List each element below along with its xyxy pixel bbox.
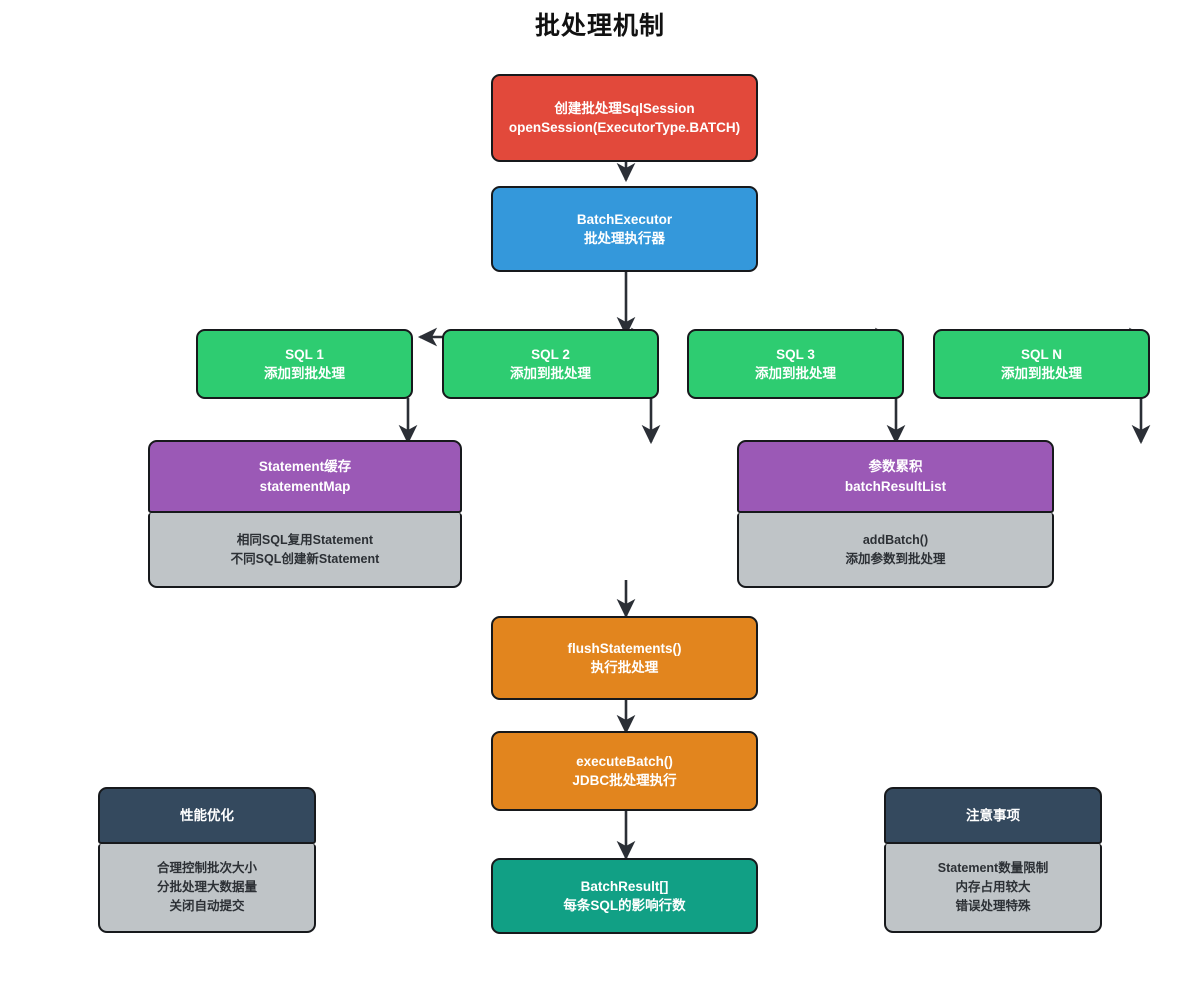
panel-performance-optimization-body: 合理控制批次大小 分批处理大数据量 关闭自动提交 <box>98 844 316 933</box>
node-batch-result-line2: 每条SQL的影响行数 <box>563 898 686 913</box>
node-create-batch-session-line2: openSession(ExecutorType.BATCH) <box>508 120 741 135</box>
node-batch-executor[interactable]: BatchExecutor 批处理执行器 <box>491 186 758 272</box>
panel-cautions-header-line1: 注意事项 <box>966 807 1020 823</box>
node-sql-2-line1: SQL 2 <box>531 346 570 362</box>
panel-statement-cache-header-line1: Statement缓存 <box>258 459 352 475</box>
node-sql-3[interactable]: SQL 3 添加到批处理 <box>687 329 904 399</box>
node-batch-result-line1: BatchResult[] <box>580 878 669 894</box>
node-batch-executor-line1: BatchExecutor <box>576 211 673 227</box>
panel-cautions-header[interactable]: 注意事项 <box>884 787 1102 844</box>
node-execute-batch[interactable]: executeBatch() JDBC批处理执行 <box>491 731 758 811</box>
node-sql-n[interactable]: SQL N 添加到批处理 <box>933 329 1150 399</box>
panel-cautions-body: Statement数量限制 内存占用较大 错误处理特殊 <box>884 844 1102 933</box>
panel-statement-cache: Statement缓存 statementMap 相同SQL复用Statemen… <box>148 440 462 588</box>
page-title: 批处理机制 <box>534 12 665 40</box>
panel-param-accumulation-body-line1: addBatch() <box>862 532 929 547</box>
node-batch-result[interactable]: BatchResult[] 每条SQL的影响行数 <box>491 858 758 934</box>
panel-param-accumulation-body-line2: 添加参数到批处理 <box>845 551 946 566</box>
node-sql-3-line2: 添加到批处理 <box>755 366 836 381</box>
node-sql-1[interactable]: SQL 1 添加到批处理 <box>196 329 413 399</box>
node-sql-n-line1: SQL N <box>1020 346 1062 362</box>
panel-statement-cache-body: 相同SQL复用Statement 不同SQL创建新Statement <box>148 513 462 588</box>
panel-cautions-body-line1: Statement数量限制 <box>937 861 1049 876</box>
panel-param-accumulation: 参数累积 batchResultList addBatch() 添加参数到批处理 <box>737 440 1054 588</box>
panel-cautions-body-line3: 错误处理特殊 <box>955 898 1031 913</box>
node-create-batch-session[interactable]: 创建批处理SqlSession openSession(ExecutorType… <box>491 74 758 162</box>
panel-statement-cache-header-line2: statementMap <box>259 478 351 494</box>
node-flush-statements[interactable]: flushStatements() 执行批处理 <box>491 616 758 700</box>
panel-performance-optimization-body-line3: 关闭自动提交 <box>169 898 245 913</box>
panel-performance-optimization-header[interactable]: 性能优化 <box>98 787 316 844</box>
panel-performance-optimization-body-line1: 合理控制批次大小 <box>156 861 257 876</box>
node-sql-1-line1: SQL 1 <box>285 346 324 362</box>
node-execute-batch-line1: executeBatch() <box>576 753 673 769</box>
panel-param-accumulation-header-line2: batchResultList <box>844 478 947 494</box>
node-batch-executor-line2: 批处理执行器 <box>584 231 665 246</box>
panel-statement-cache-header[interactable]: Statement缓存 statementMap <box>148 440 462 513</box>
panel-performance-optimization-header-line1: 性能优化 <box>180 807 234 823</box>
node-sql-2[interactable]: SQL 2 添加到批处理 <box>442 329 659 399</box>
node-flush-statements-line2: 执行批处理 <box>590 660 659 675</box>
panel-statement-cache-body-line1: 相同SQL复用Statement <box>236 532 374 547</box>
panel-param-accumulation-header[interactable]: 参数累积 batchResultList <box>737 440 1054 513</box>
panel-performance-optimization-body-line2: 分批处理大数据量 <box>156 880 257 895</box>
panel-performance-optimization: 性能优化 合理控制批次大小 分批处理大数据量 关闭自动提交 <box>98 787 316 933</box>
panel-param-accumulation-header-line1: 参数累积 <box>868 459 923 475</box>
node-sql-n-line2: 添加到批处理 <box>1001 366 1082 381</box>
node-sql-2-line2: 添加到批处理 <box>510 366 591 381</box>
node-sql-1-line2: 添加到批处理 <box>264 366 345 381</box>
node-execute-batch-line2: JDBC批处理执行 <box>572 773 677 788</box>
node-flush-statements-line1: flushStatements() <box>567 640 682 656</box>
panel-cautions: 注意事项 Statement数量限制 内存占用较大 错误处理特殊 <box>884 787 1102 933</box>
node-create-batch-session-line1: 创建批处理SqlSession <box>554 100 695 116</box>
panel-param-accumulation-body: addBatch() 添加参数到批处理 <box>737 513 1054 588</box>
panel-cautions-body-line2: 内存占用较大 <box>955 880 1031 895</box>
panel-statement-cache-body-line2: 不同SQL创建新Statement <box>230 551 380 566</box>
node-sql-3-line1: SQL 3 <box>776 346 815 362</box>
